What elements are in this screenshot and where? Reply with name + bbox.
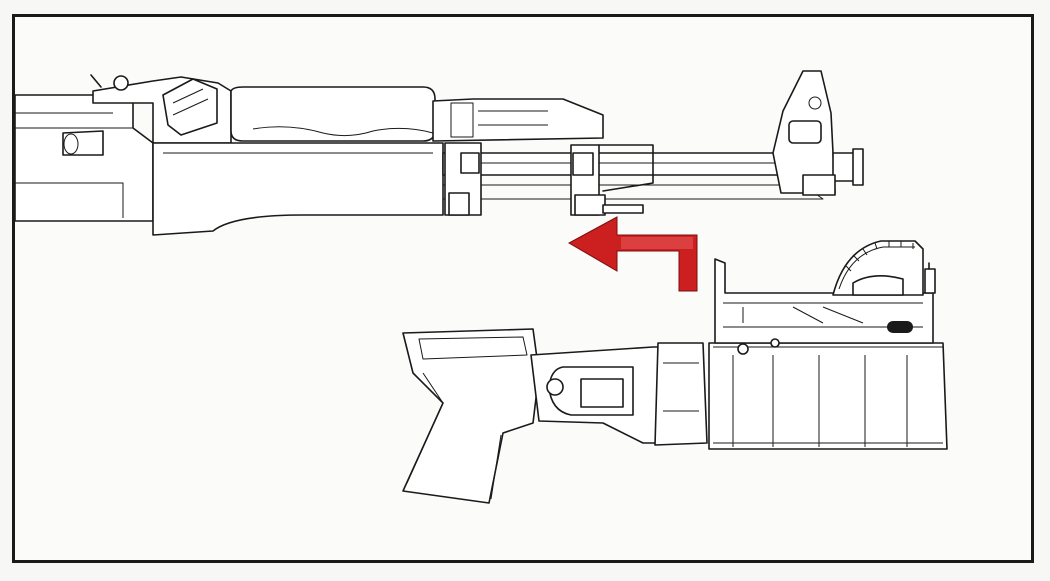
rifle-lower-handguard bbox=[152, 142, 444, 236]
rifle-assembly bbox=[15, 70, 864, 236]
diagram-canvas bbox=[15, 70, 948, 504]
grenade-launcher-assembly bbox=[402, 240, 948, 504]
arrow-shape bbox=[567, 216, 698, 292]
attach-direction-arrow bbox=[567, 216, 698, 292]
rifle-receiver bbox=[15, 94, 154, 222]
rifle-mount-clamp-rear bbox=[570, 144, 654, 216]
diagram-frame bbox=[12, 14, 1034, 563]
rifle-upper-handguard bbox=[230, 86, 436, 142]
launcher-tube bbox=[708, 342, 948, 450]
launcher-clamp bbox=[654, 342, 708, 446]
rifle-barrel bbox=[442, 152, 784, 176]
rifle-mount-clamp-front bbox=[444, 142, 482, 216]
rifle-gas-tube bbox=[432, 98, 604, 142]
